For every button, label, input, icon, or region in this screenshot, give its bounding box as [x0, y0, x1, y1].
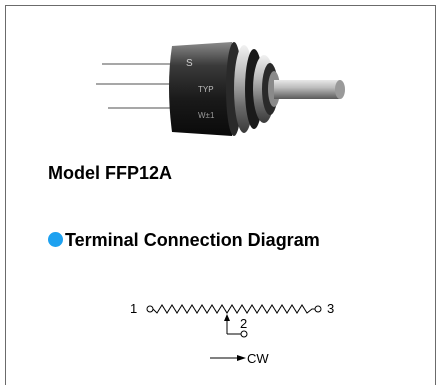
resistor-element: [152, 304, 315, 314]
bullet-icon: [48, 232, 63, 247]
terminal-2-label: 2: [240, 316, 247, 331]
model-title: Model FFP12A: [48, 163, 173, 183]
svg-text:TYP: TYP: [198, 85, 214, 94]
section-heading: Terminal Connection Diagram: [48, 230, 320, 251]
terminal-connection-diagram: 1 3 2 CW: [130, 301, 334, 366]
terminal-3-node: [314, 305, 322, 313]
cw-label: CW: [247, 351, 269, 366]
section-title: Terminal Connection Diagram: [65, 230, 320, 250]
cw-arrowhead: [237, 355, 246, 361]
content-frame: S TYP W±1 Model FFP12A Terminal Connecti…: [5, 5, 436, 385]
svg-text:W±1: W±1: [198, 111, 215, 120]
potentiometer-photo: S TYP W±1: [96, 42, 345, 136]
svg-text:S: S: [186, 58, 193, 69]
terminal-3-label: 3: [327, 301, 334, 316]
terminal-1-label: 1: [130, 301, 137, 316]
wiper-arrowhead: [224, 314, 230, 321]
terminal-1-node: [146, 305, 154, 313]
terminal-2-node: [240, 330, 248, 338]
